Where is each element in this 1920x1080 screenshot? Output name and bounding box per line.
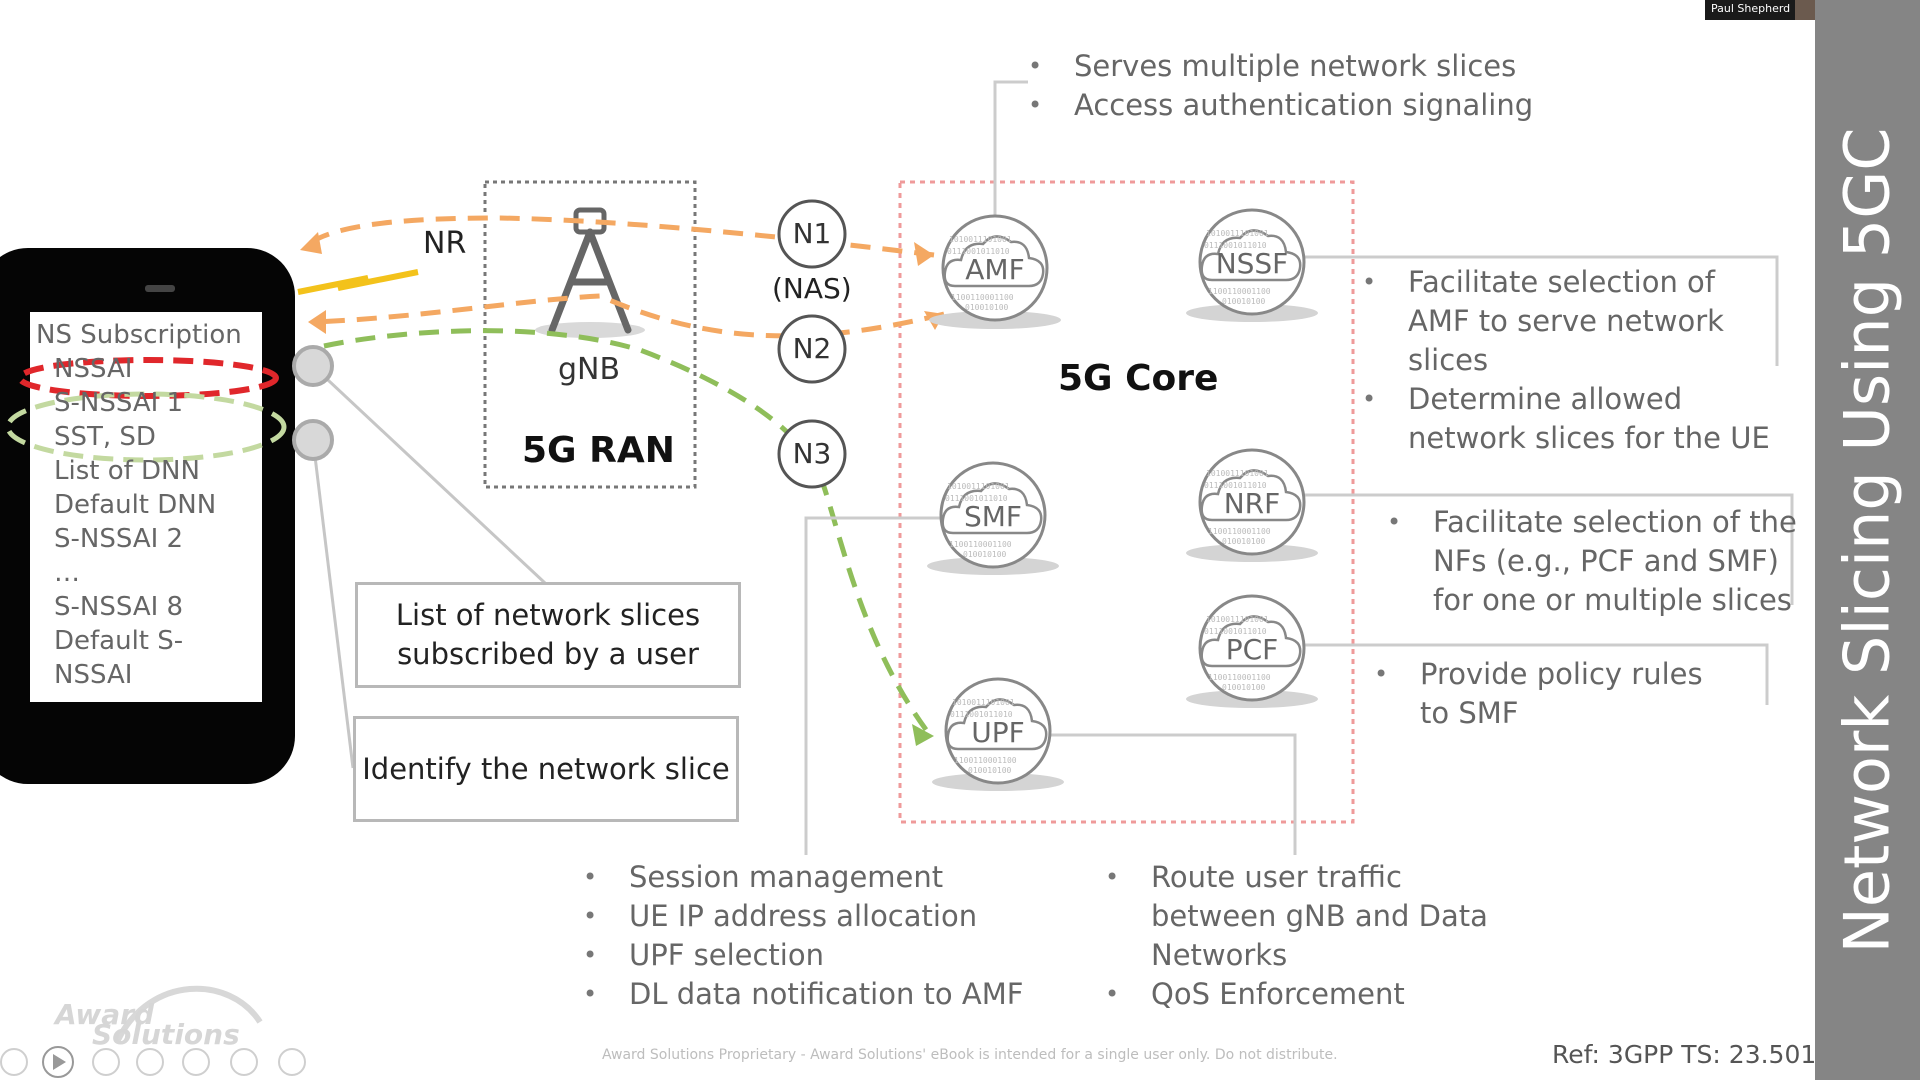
upf-notes: Route user traffic between gNB and Data … — [1105, 858, 1525, 1014]
upf-cloud-icon — [932, 677, 1064, 791]
list-item: … — [54, 558, 80, 588]
nas-label: (NAS) — [772, 272, 852, 305]
list-item: UPF selection — [583, 936, 1063, 975]
pcf-label: PCF — [1225, 633, 1279, 666]
list-item: NSSAI — [54, 354, 133, 384]
user-plane-path — [323, 328, 932, 737]
speaker-tag: Paul Shepherd — [1705, 0, 1815, 20]
slice-connector-1 — [292, 345, 334, 387]
slice-connector-2 — [292, 419, 334, 461]
slices-list-callout: List of network slices subscribed by a u… — [355, 582, 741, 688]
list-item: NSSAI — [54, 660, 133, 690]
nssf-label: NSSF — [1215, 247, 1289, 280]
list-item: S-NSSAI 2 — [54, 524, 184, 554]
speaker-name: Paul Shepherd — [1711, 2, 1791, 15]
slices-list-callout-text: List of network slices subscribed by a u… — [395, 598, 701, 671]
ran-box — [483, 180, 697, 489]
list-item: Facilitate selection of the NFs (e.g., P… — [1387, 503, 1807, 620]
list-item: Session management — [583, 858, 1063, 897]
list-item: Default DNN — [54, 490, 217, 520]
ns-subscription-header: NS Subscription — [36, 320, 242, 350]
list-item: Route user traffic between gNB and Data … — [1105, 858, 1525, 975]
nssf-cloud-icon — [1186, 208, 1318, 322]
list-item: UE IP address allocation — [583, 897, 1063, 936]
nr-radio-bolt — [297, 269, 419, 295]
list-item: Determine allowed network slices for the… — [1362, 380, 1782, 458]
list-item: Provide policy rules to SMF — [1374, 655, 1734, 733]
award-logo-line2: Solutions — [92, 1018, 240, 1051]
award-logo-swoosh — [115, 985, 263, 1042]
ran-title: 5G RAN — [522, 430, 675, 471]
list-item: DL data notification to AMF — [583, 975, 1063, 1014]
list-item: Default S- — [54, 626, 184, 656]
smf-notes: Session management UE IP address allocat… — [583, 858, 1063, 1014]
speaker-avatar — [1795, 0, 1815, 20]
pcf-cloud-icon — [1186, 594, 1318, 708]
amf-notes: Serves multiple network slices Access au… — [1028, 47, 1588, 125]
n3-label: N3 — [792, 437, 832, 470]
slide-title: Network Slicing Using 5GC — [1831, 126, 1905, 954]
n3-node — [777, 419, 847, 489]
callout-connectors — [292, 345, 547, 769]
identify-slice-callout: Identify the network slice — [353, 716, 739, 822]
phone-illustration — [0, 248, 295, 784]
amf-label: AMF — [965, 253, 1025, 286]
footer-disclaimer: Award Solutions Proprietary - Award Solu… — [602, 1047, 1338, 1063]
phone-screen — [30, 312, 262, 702]
n2-label: N2 — [792, 332, 832, 365]
smf-cloud-icon — [927, 461, 1059, 575]
list-item: S-NSSAI 8 — [54, 592, 184, 622]
list-item: S-NSSAI 1 — [54, 388, 184, 418]
nr-label: NR — [423, 226, 467, 261]
list-item: Serves multiple network slices — [1028, 47, 1588, 86]
smf-label: SMF — [963, 500, 1023, 533]
nrf-label: NRF — [1223, 487, 1281, 520]
snssai-highlight-ellipse — [5, 391, 287, 463]
nssai-highlight-ellipse — [17, 357, 279, 399]
gnb-label: gNB — [558, 352, 621, 387]
list-item: List of DNN — [54, 456, 200, 486]
amf-cloud-icon — [929, 214, 1061, 329]
list-item: Facilitate selection of AMF to serve net… — [1362, 263, 1782, 380]
award-logo-line1: Award — [55, 998, 155, 1031]
n1-node — [777, 199, 847, 269]
player-toolbar — [0, 1046, 306, 1078]
pcf-notes: Provide policy rules to SMF — [1374, 655, 1734, 733]
upf-label: UPF — [971, 716, 1025, 749]
nssf-notes: Facilitate selection of AMF to serve net… — [1362, 263, 1782, 458]
sidebar-title-wrapper: Network Slicing Using 5GC — [1815, 0, 1920, 1080]
gnb-tower-icon — [535, 207, 645, 338]
list-item: Access authentication signaling — [1028, 86, 1588, 125]
title-sidebar — [1815, 0, 1920, 1080]
control-plane-paths — [302, 215, 945, 339]
nrf-cloud-icon — [1186, 448, 1318, 562]
list-item: SST, SD — [54, 422, 156, 452]
n1-label: N1 — [792, 217, 832, 250]
footer-reference: Ref: 3GPP TS: 23.501 — [1552, 1040, 1817, 1069]
n2-node — [777, 314, 847, 384]
list-item: QoS Enforcement — [1105, 975, 1525, 1014]
phone-speaker — [145, 285, 175, 292]
nrf-notes: Facilitate selection of the NFs (e.g., P… — [1387, 503, 1807, 620]
core-title: 5G Core — [1058, 358, 1219, 399]
core-box — [898, 180, 1355, 824]
ns-subscription-list: NS Subscription NSSAI S-NSSAI 1 SST, SD … — [36, 318, 242, 692]
identify-slice-callout-text: Identify the network slice — [362, 751, 730, 786]
